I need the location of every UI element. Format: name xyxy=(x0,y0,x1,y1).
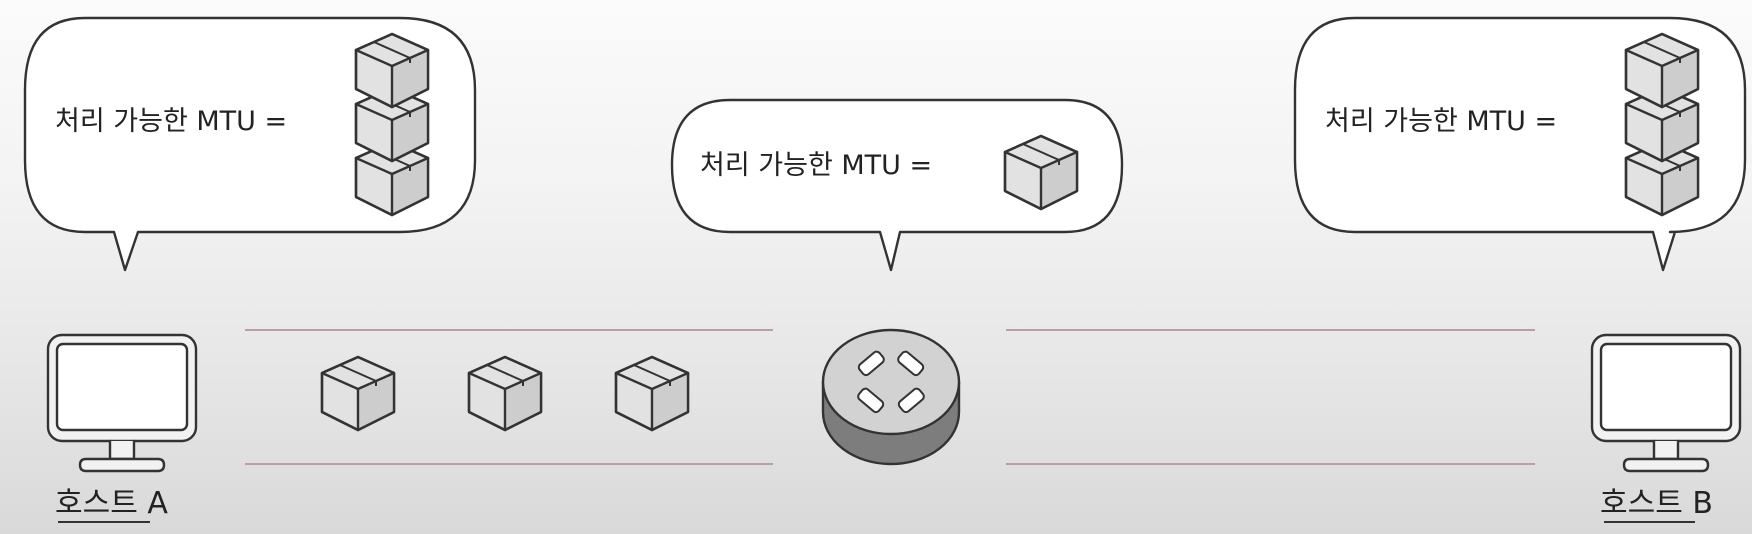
monitor-icon xyxy=(1590,333,1742,473)
host-b: 호스트 B xyxy=(1590,333,1742,523)
packet-icon xyxy=(614,355,690,432)
speech-bubble-router xyxy=(670,98,1124,272)
monitor-icon xyxy=(46,333,198,473)
link-router-host-b xyxy=(1006,329,1535,465)
mtu-bubble-host-a: 처리 가능한 MTU = xyxy=(23,16,477,272)
mtu-bubble-router: 처리 가능한 MTU = xyxy=(670,98,1124,272)
host-b-label: 호스트 B xyxy=(1600,486,1713,521)
host-a-label: 호스트 A xyxy=(55,486,168,521)
mtu-stack-host-b xyxy=(1624,32,1700,217)
router-arrows xyxy=(857,350,925,414)
router-icon xyxy=(821,328,961,466)
host-a: 호스트 A xyxy=(46,333,198,523)
mtu-label-host-b: 처리 가능한 MTU = xyxy=(1325,106,1557,137)
packet-icon xyxy=(320,355,396,432)
packets-in-transit xyxy=(320,355,690,432)
mtu-label-host-a: 처리 가능한 MTU = xyxy=(55,106,287,137)
link-host-a-router xyxy=(245,329,773,465)
packet-icon xyxy=(467,355,543,432)
mtu-bubble-host-b: 처리 가능한 MTU = xyxy=(1293,16,1747,272)
mtu-stack-host-a xyxy=(354,32,430,217)
mtu-label-router: 처리 가능한 MTU = xyxy=(700,150,932,181)
